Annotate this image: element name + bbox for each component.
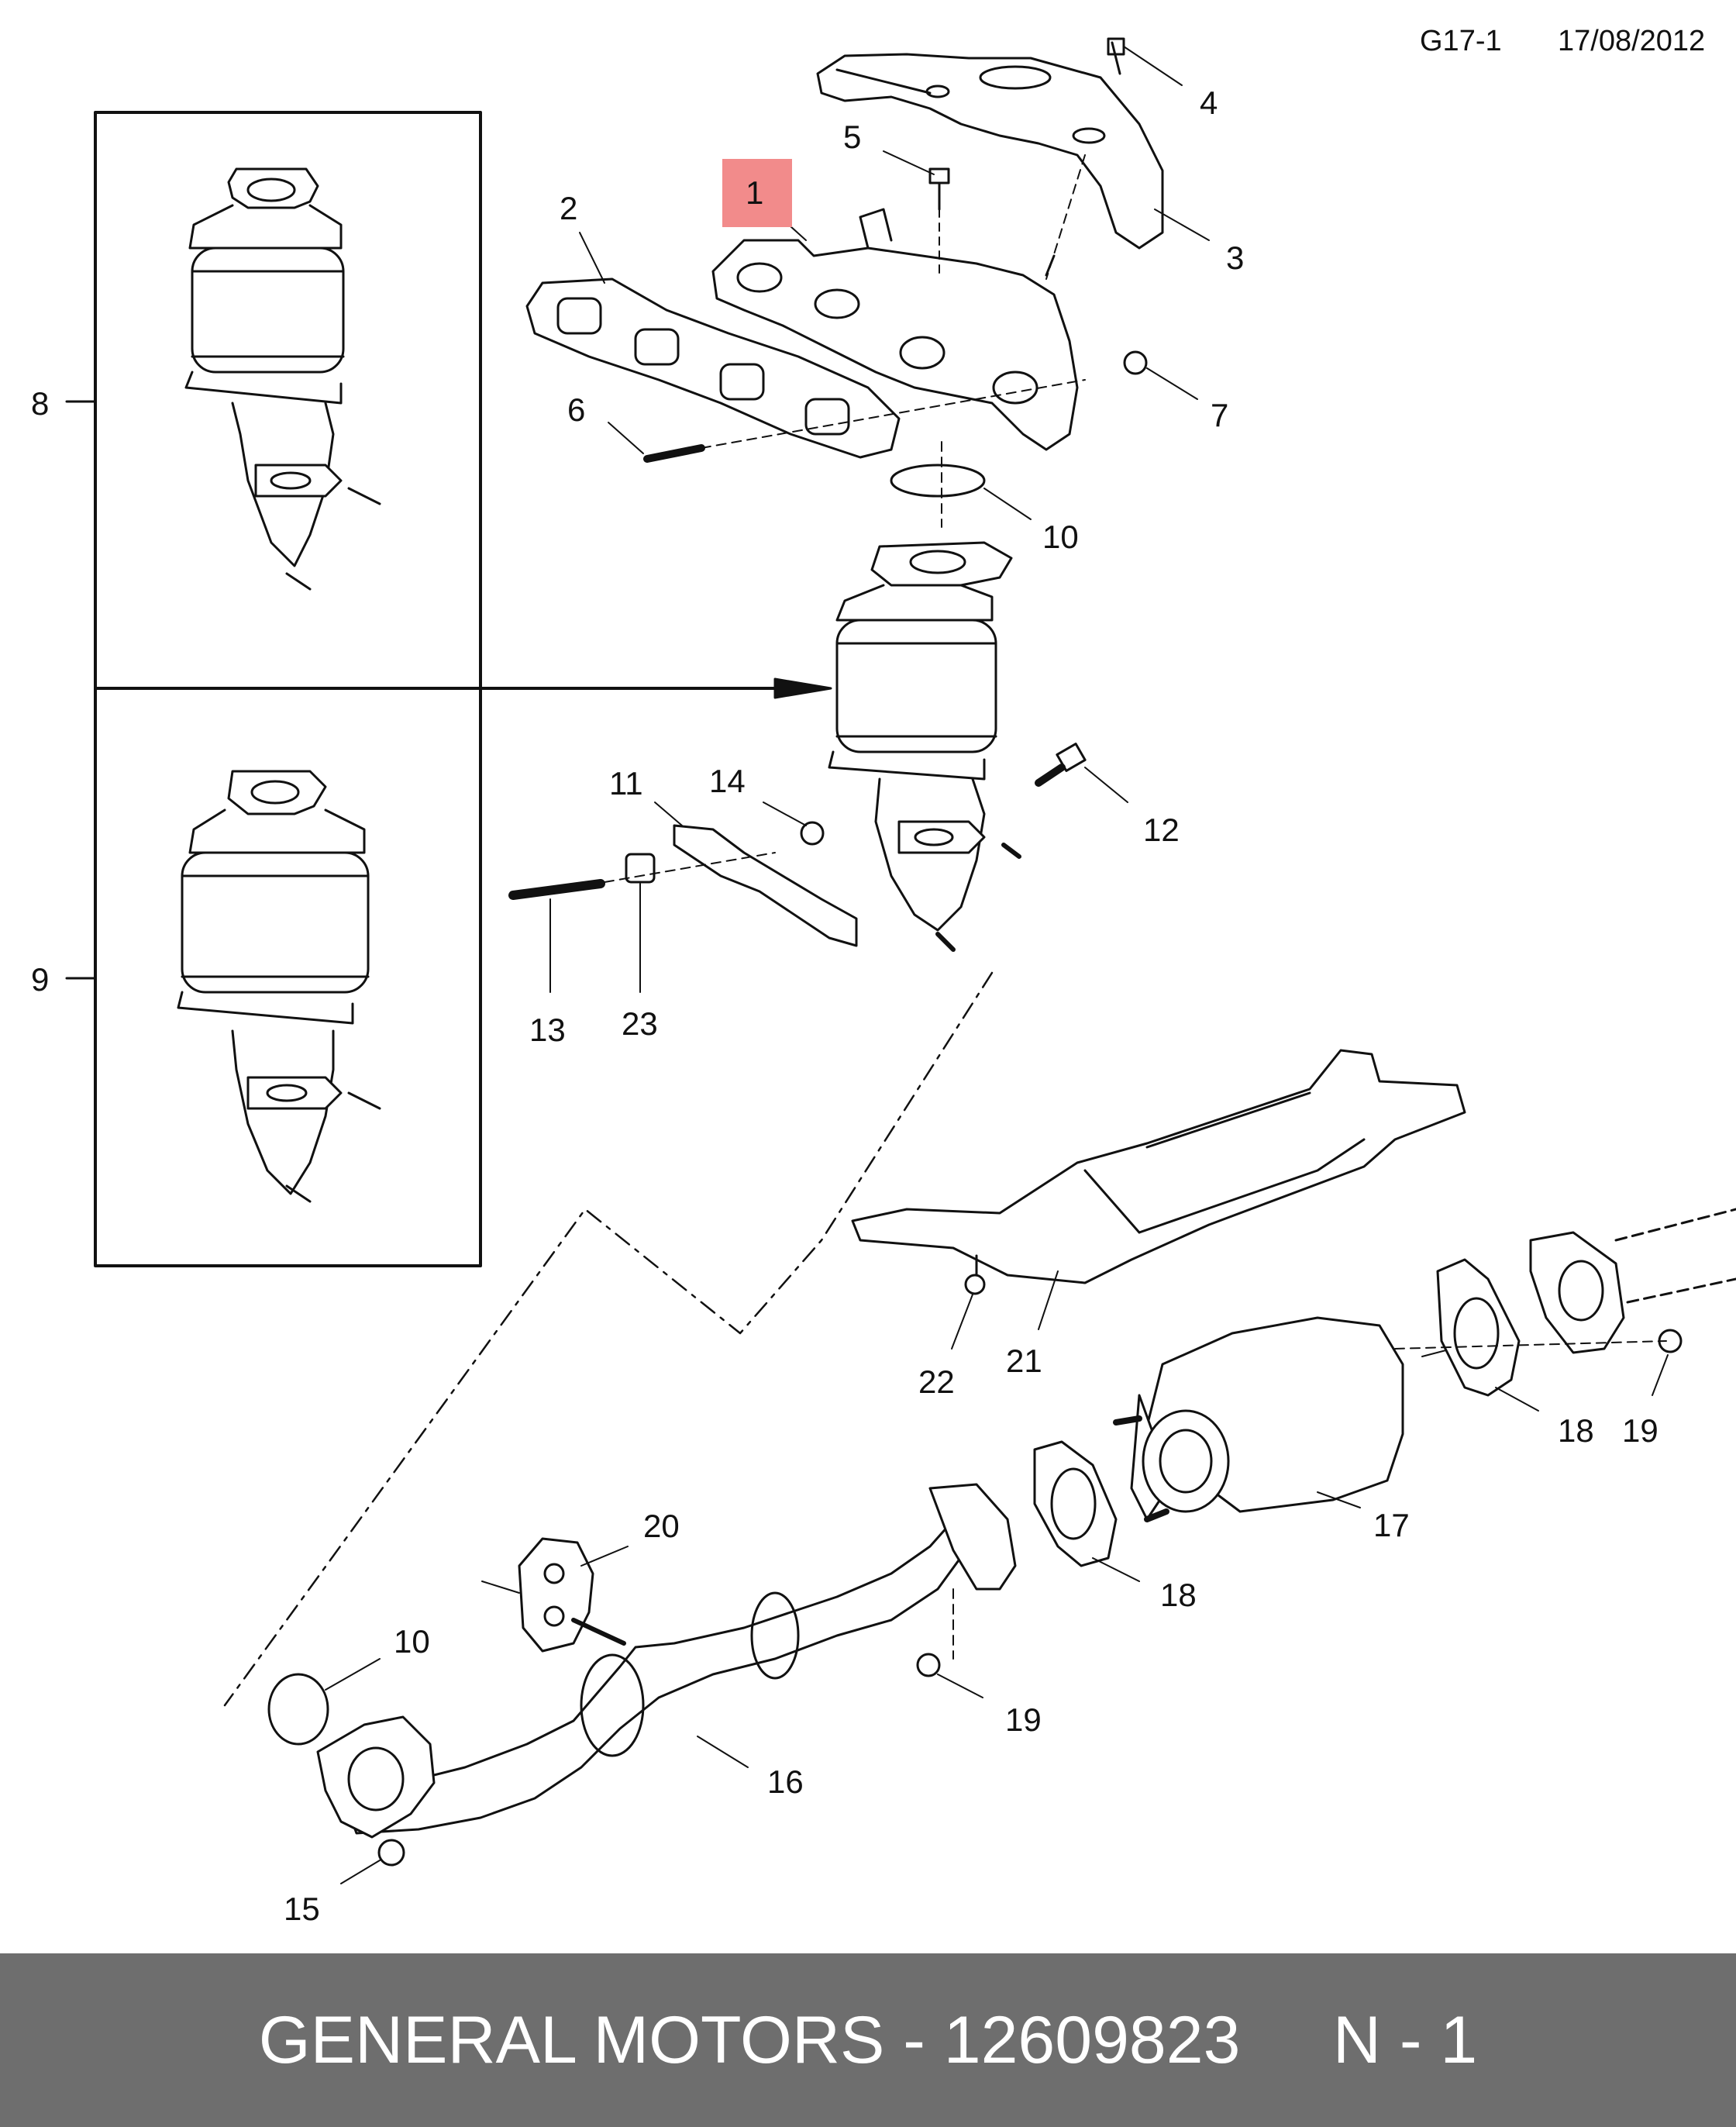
bolt-12 bbox=[1035, 743, 1128, 803]
bolt-4 bbox=[1107, 37, 1183, 86]
callout-12: 12 bbox=[1143, 812, 1180, 848]
callout-1: 1 bbox=[746, 174, 764, 211]
callout-7: 7 bbox=[1211, 397, 1229, 433]
diagram-code: G17-1 bbox=[1420, 25, 1502, 57]
callout-13: 13 bbox=[529, 1012, 566, 1048]
callout-8: 8 bbox=[31, 385, 50, 422]
callout-highlight bbox=[722, 159, 792, 227]
catalytic-converter-8 bbox=[184, 167, 381, 591]
callout-22: 22 bbox=[918, 1363, 955, 1400]
heat-shield-upper bbox=[816, 53, 1164, 250]
callout-18-rear: 18 bbox=[1558, 1412, 1594, 1449]
nut-19-front bbox=[916, 1588, 983, 1698]
front-pipe-16 bbox=[339, 1483, 1017, 1835]
callout-21: 21 bbox=[1006, 1343, 1042, 1379]
tailpipe-flange bbox=[1529, 1208, 1736, 1354]
callout-5: 5 bbox=[843, 119, 862, 155]
nut-14 bbox=[763, 802, 825, 846]
footer-part-number: GENERAL MOTORS - 12609823 N - 1 bbox=[258, 2003, 1478, 2077]
hanger-20 bbox=[481, 1537, 629, 1653]
catalytic-converter-17 bbox=[1113, 1316, 1512, 1522]
callout-4: 4 bbox=[1200, 84, 1218, 121]
heat-shield-underbody bbox=[851, 1049, 1466, 1284]
callout-3: 3 bbox=[1226, 240, 1245, 276]
stud-6 bbox=[608, 379, 1086, 463]
callout-19-rear: 19 bbox=[1622, 1412, 1658, 1449]
callout-14: 14 bbox=[709, 763, 746, 799]
stud-13 bbox=[508, 852, 776, 993]
callout-23: 23 bbox=[622, 1005, 658, 1042]
exhaust-manifold bbox=[711, 208, 1079, 451]
manifold-gasket bbox=[525, 278, 901, 459]
exhaust-system-diagram bbox=[65, 37, 1736, 1884]
catalytic-converter-9 bbox=[177, 770, 381, 1203]
callout-11: 11 bbox=[609, 765, 643, 802]
callout-10-upper: 10 bbox=[1042, 519, 1079, 555]
catalytic-converter-main bbox=[828, 541, 1021, 952]
callout-2: 2 bbox=[560, 190, 578, 226]
front-pipe-flange bbox=[316, 1715, 436, 1839]
bracket-11 bbox=[654, 802, 858, 947]
variant-inset-boxes bbox=[65, 111, 832, 1267]
callout-9: 9 bbox=[31, 961, 50, 998]
callout-10-lower: 10 bbox=[394, 1623, 430, 1660]
callout-17: 17 bbox=[1373, 1507, 1410, 1543]
callout-18-front: 18 bbox=[1160, 1577, 1197, 1613]
nut-22 bbox=[951, 1274, 986, 1350]
nut-19-rear bbox=[1394, 1329, 1683, 1396]
gasket-18-rear bbox=[1436, 1258, 1539, 1412]
nut-15 bbox=[340, 1839, 405, 1884]
bolt-5 bbox=[883, 150, 950, 280]
callout-20: 20 bbox=[643, 1508, 680, 1544]
spacer-23 bbox=[625, 853, 656, 993]
callout-16: 16 bbox=[767, 1763, 804, 1800]
seal-ring-10-lower bbox=[267, 1658, 381, 1746]
callout-19-front: 19 bbox=[1005, 1701, 1042, 1738]
seal-ring-10 bbox=[890, 441, 1032, 528]
footer-bar: GENERAL MOTORS - 12609823 N - 1 bbox=[0, 1953, 1736, 2127]
diagram-date: 17/08/2012 bbox=[1558, 25, 1706, 57]
callout-15: 15 bbox=[284, 1891, 320, 1927]
nut-7 bbox=[1123, 350, 1198, 400]
gasket-18-front bbox=[1033, 1440, 1140, 1582]
callout-6: 6 bbox=[567, 391, 586, 428]
